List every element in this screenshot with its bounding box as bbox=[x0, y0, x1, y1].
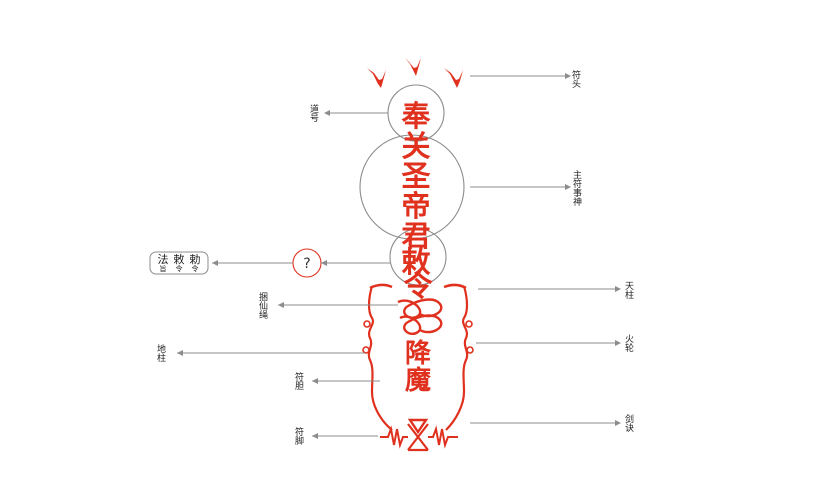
box-col-2-bottom: 令 bbox=[176, 264, 183, 273]
char-mo: 魔 bbox=[405, 366, 431, 396]
box-col-3-top: 勅 bbox=[190, 253, 201, 266]
label-di-zhu: 地柱 bbox=[155, 343, 166, 362]
knot-rope bbox=[397, 298, 443, 336]
fu-jiao-glyph bbox=[380, 418, 458, 452]
fu-tou-strokes bbox=[367, 58, 463, 88]
char-di: 帝 bbox=[401, 189, 430, 223]
labels: 符头 道号 主符事神 天柱 捆仙绳 地柱 火轮 符胆 剑诀 符脚 bbox=[155, 69, 634, 446]
label-tian-zhu: 天柱 bbox=[623, 281, 634, 299]
label-fu-dan: 符胆 bbox=[293, 371, 304, 391]
char-sheng: 圣 bbox=[401, 159, 431, 193]
label-dao-hao: 道号 bbox=[308, 103, 319, 123]
main-characters: 奉 关 圣 帝 君 敕 令 bbox=[401, 99, 433, 303]
box-col-2-top: 敕 bbox=[174, 252, 185, 266]
label-fu-jiao: 符脚 bbox=[293, 426, 304, 446]
box-col-1-top: 法 bbox=[158, 252, 169, 266]
char-feng: 奉 bbox=[401, 99, 431, 133]
char-xiang: 降 bbox=[405, 339, 432, 369]
pillars bbox=[362, 283, 474, 431]
unknown-box: 法 旨 敕 令 勅 令 bbox=[149, 251, 209, 275]
char-guan: 关 bbox=[401, 129, 430, 163]
label-zhu-fu-shi-shen: 主符事神 bbox=[571, 169, 582, 207]
label-huo-lun: 火轮 bbox=[623, 334, 634, 352]
char-ling: 令 bbox=[403, 269, 433, 303]
lower-circle bbox=[389, 228, 447, 286]
label-jian-jue: 剑诀 bbox=[623, 413, 634, 433]
char-jun: 君 bbox=[401, 219, 430, 253]
box-col-1-bottom: 旨 bbox=[160, 265, 167, 273]
label-fu-tou: 符头 bbox=[570, 69, 581, 89]
zhu-fu-shi-shen-circle bbox=[359, 134, 465, 240]
connectors bbox=[177, 73, 621, 439]
char-chi: 敕 bbox=[401, 245, 430, 279]
question-mark: ? bbox=[303, 256, 310, 272]
box-col-3-bottom: 令 bbox=[192, 264, 199, 273]
label-kun-xian-sheng: 捆仙绳 bbox=[257, 291, 268, 319]
